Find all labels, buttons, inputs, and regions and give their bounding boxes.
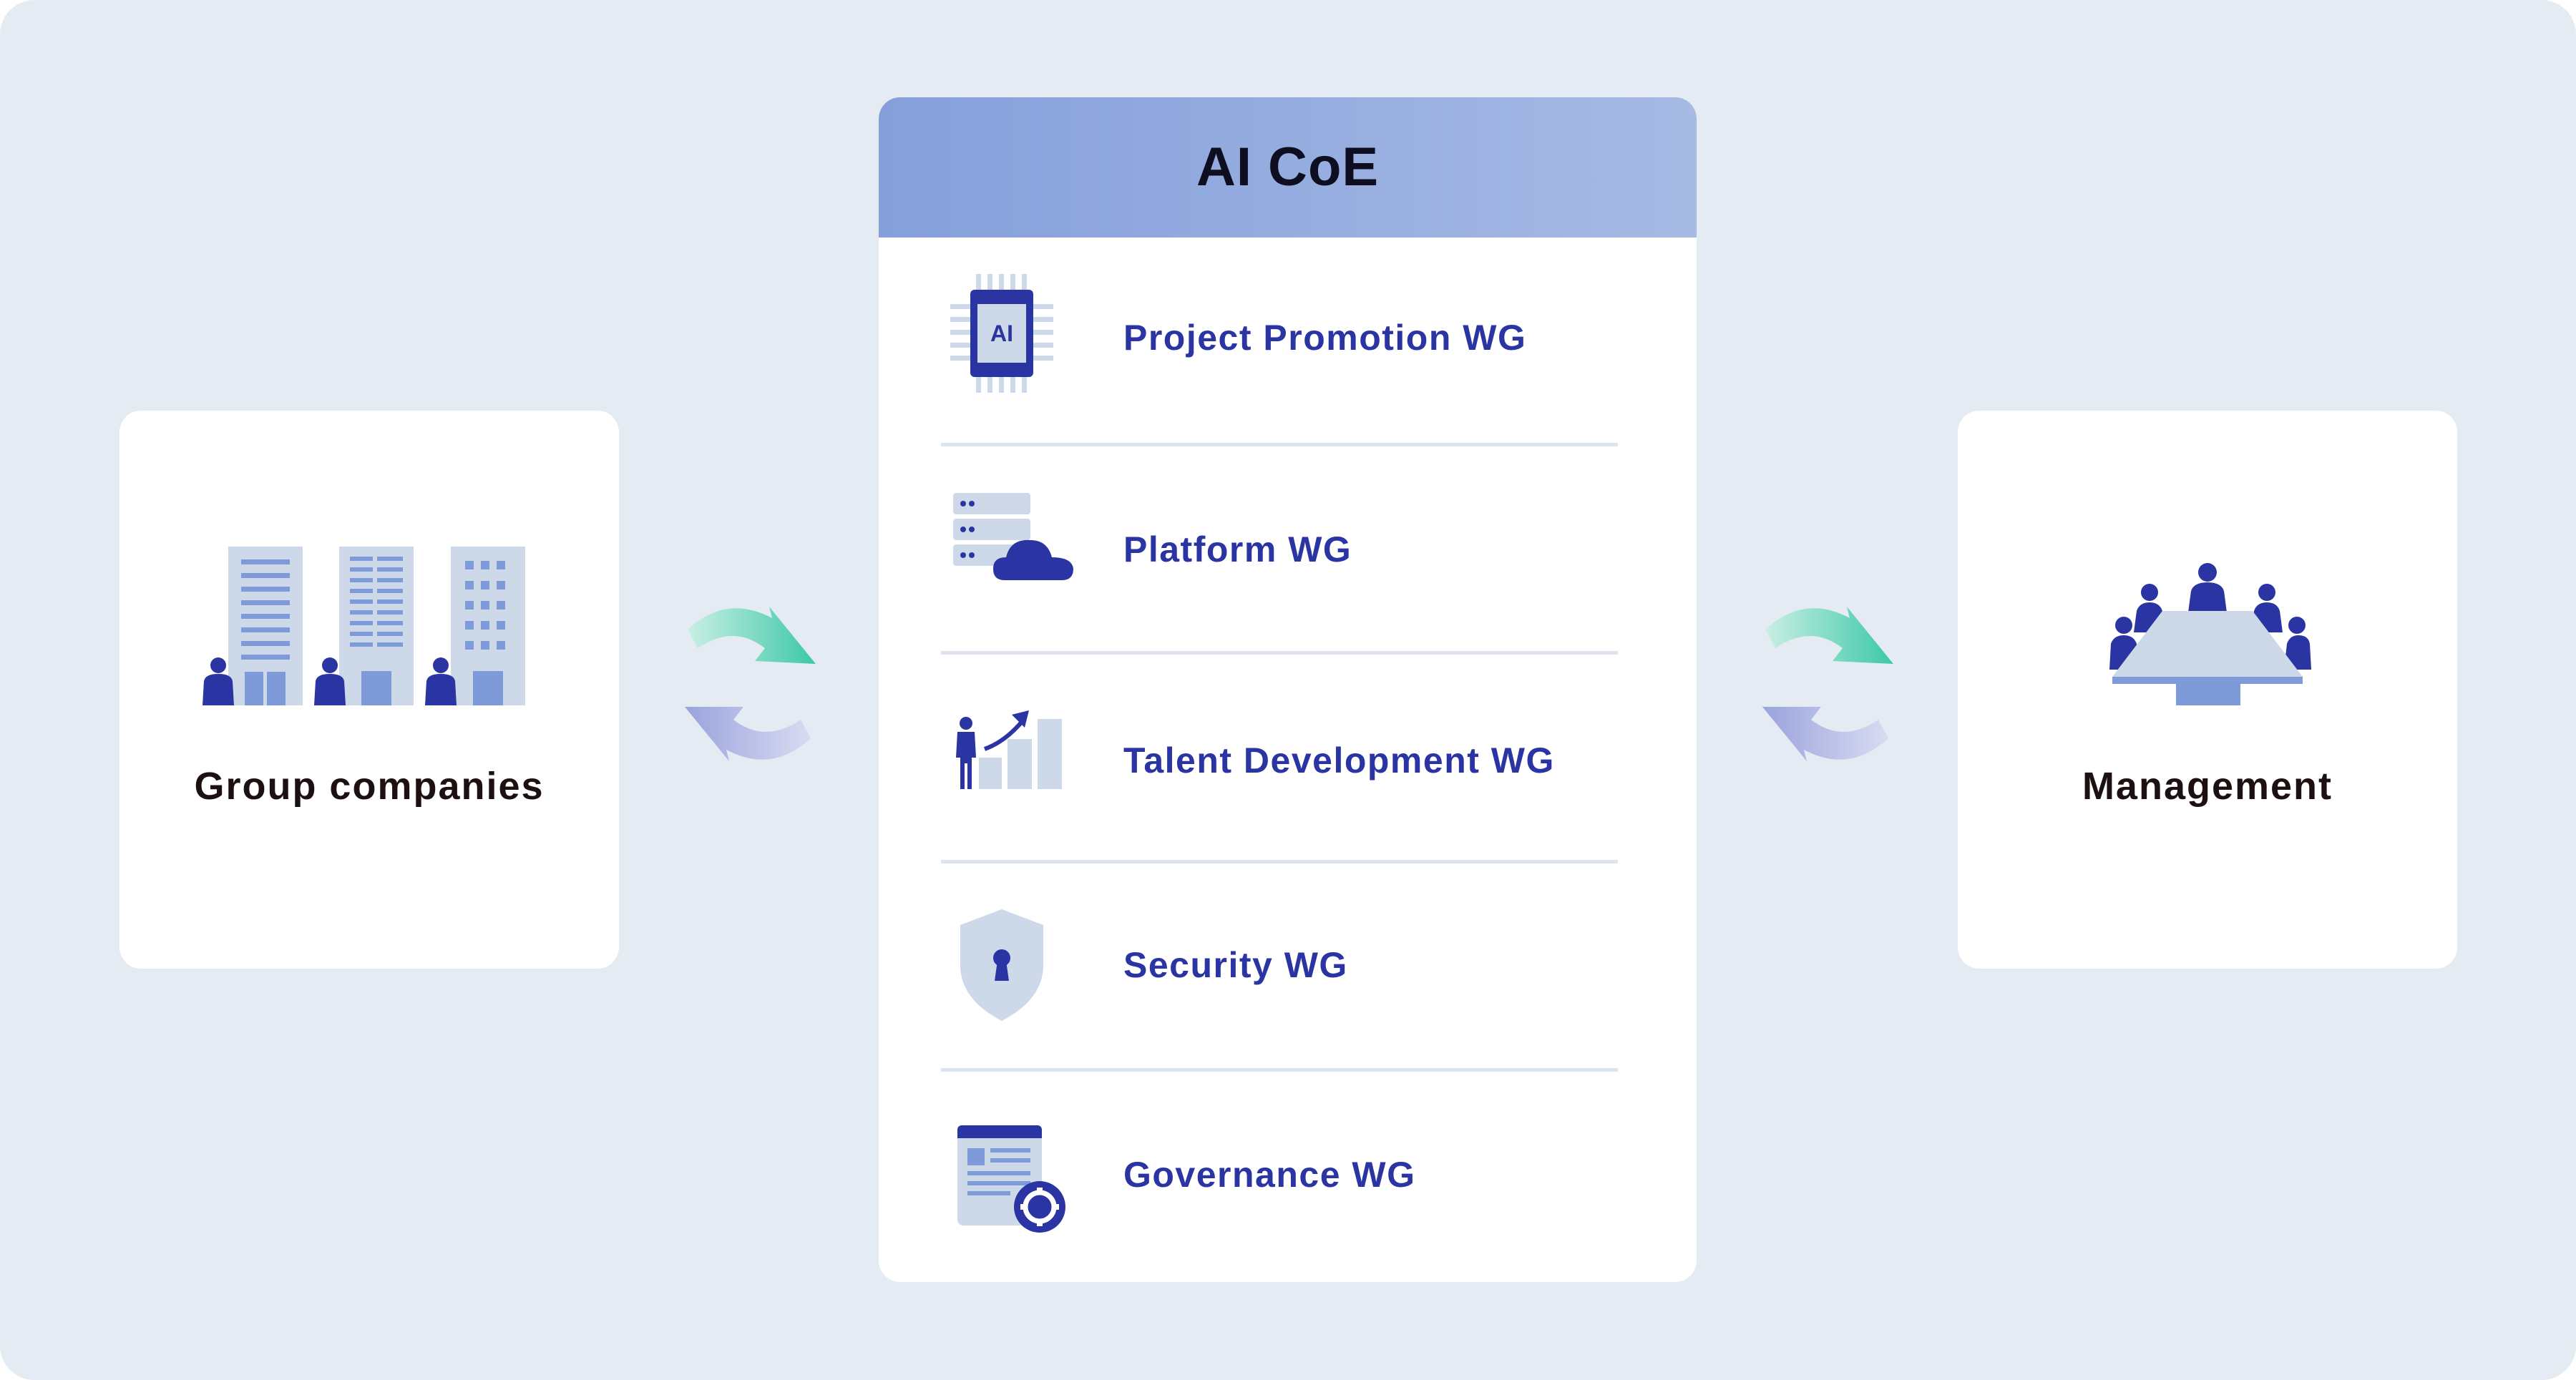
exchange-arrows-icon-left bbox=[685, 607, 816, 761]
group-companies-label: Group companies bbox=[194, 765, 545, 808]
office-buildings-icon bbox=[203, 547, 525, 705]
divider bbox=[941, 860, 1618, 863]
divider bbox=[941, 651, 1618, 655]
shield-lock-icon bbox=[960, 909, 1043, 1021]
wg-label: Security WG bbox=[1123, 945, 1348, 985]
group-companies-card: Group companies bbox=[119, 411, 619, 969]
server-cloud-icon bbox=[953, 493, 1073, 580]
wg-platform: Platform WG bbox=[879, 453, 1697, 660]
wg-project-promotion: AI Project Promotion WG bbox=[879, 244, 1697, 451]
wg-security: Security WG bbox=[879, 870, 1697, 1077]
document-gear-icon bbox=[957, 1125, 1065, 1233]
wg-talent-development: Talent Development WG bbox=[879, 661, 1697, 868]
exchange-arrows-icon-right bbox=[1762, 607, 1893, 761]
divider bbox=[941, 1068, 1618, 1072]
ai-coe-header bbox=[879, 97, 1697, 238]
wg-label: Talent Development WG bbox=[1123, 740, 1555, 780]
wg-label: Platform WG bbox=[1123, 529, 1352, 569]
ai-chip-text: AI bbox=[990, 320, 1013, 346]
ai-coe-panel: AI CoE AI Project Promotion WG bbox=[879, 97, 1697, 1282]
ai-chip-icon: AI bbox=[950, 274, 1053, 393]
management-label: Management bbox=[2082, 765, 2333, 808]
growth-chart-icon bbox=[956, 710, 1062, 789]
wg-label: Governance WG bbox=[1123, 1155, 1416, 1195]
meeting-table-icon bbox=[2109, 563, 2311, 705]
wg-governance: Governance WG bbox=[879, 1075, 1697, 1282]
ai-coe-title: AI CoE bbox=[1196, 137, 1380, 197]
divider bbox=[941, 443, 1618, 446]
wg-label: Project Promotion WG bbox=[1123, 318, 1527, 358]
management-card: Management bbox=[1958, 411, 2457, 969]
